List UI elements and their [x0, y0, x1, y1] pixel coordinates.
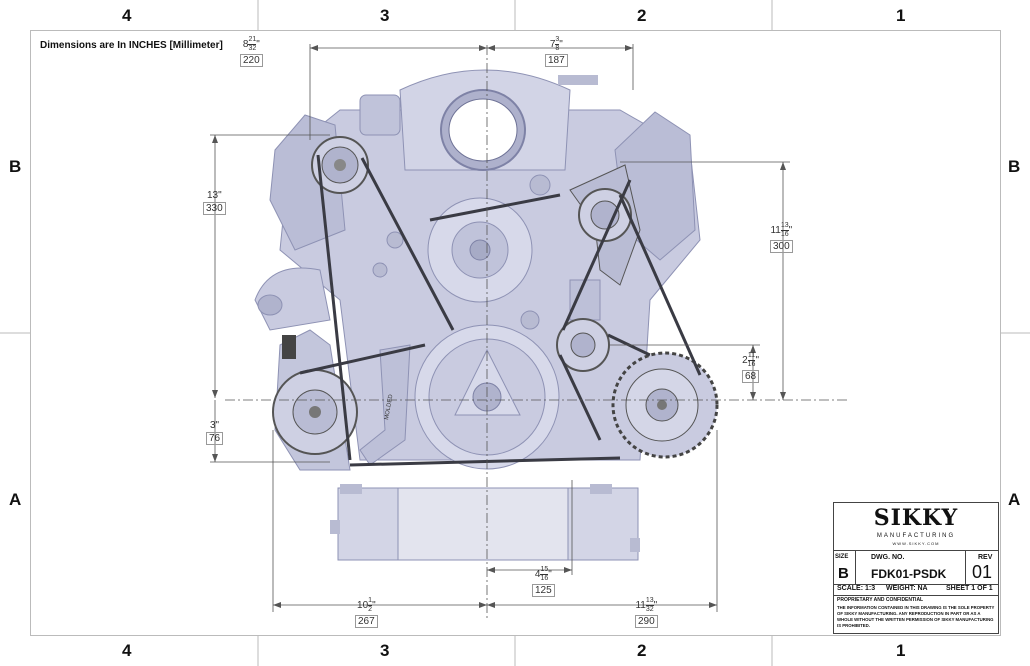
dim-left-small: 3" 76: [206, 420, 224, 445]
sheet-text: SHEET 1 OF 1: [946, 585, 993, 592]
dwg-value: FDK01-PSDK: [871, 567, 947, 581]
zone-label-bottom-1: 1: [896, 641, 906, 660]
legal-notice: THE INFORMATION CONTAINED IN THIS DRAWIN…: [837, 605, 995, 628]
idler-pulley-lower: [556, 318, 610, 372]
rev-cell: REV 01: [966, 551, 999, 584]
drawing-frame: [30, 30, 1001, 636]
weight-text: WEIGHT: NA: [886, 585, 928, 592]
dimension-arrows: [212, 45, 786, 608]
zone-label-right-a: A: [1008, 490, 1021, 509]
zone-label-top-1: 1: [896, 6, 906, 25]
rev-value: 01: [972, 562, 993, 582]
oil-pan: [330, 484, 640, 561]
alternator: [611, 351, 719, 459]
dimension-lines: [210, 44, 850, 620]
dwg-label: DWG. NO.: [871, 554, 905, 561]
idler-pulley-left: [311, 136, 369, 194]
zone-label-top-3: 3: [380, 6, 390, 25]
size-label: SIZE: [835, 554, 849, 560]
title-block: SIKKY MANUFACTURING WWW.SIKKY.COM SIZE B…: [833, 502, 999, 634]
proprietary-label: PROPRIETARY AND CONFIDENTIAL: [837, 597, 924, 603]
company-logo-subtitle: MANUFACTURING: [876, 533, 956, 539]
zone-label-right-b: B: [1008, 157, 1021, 176]
units-note: Dimensions are In INCHES [Millimeter]: [40, 40, 223, 51]
zone-label-left-a: A: [9, 490, 22, 509]
serpentine-belt: [299, 154, 702, 467]
rev-label: REV: [978, 554, 993, 561]
title-block-info-row: SCALE: 1:3 WEIGHT: NA SHEET 1 OF 1: [834, 583, 998, 596]
zone-label-bottom-3: 3: [380, 641, 390, 660]
scale-text: SCALE: 1:3: [837, 585, 876, 592]
zone-label-bottom-2: 2: [637, 641, 647, 660]
dwg-cell: DWG. NO. FDK01-PSDK: [856, 551, 966, 584]
dim-left-height: 13" 330: [203, 190, 226, 215]
zone-label-left-b: B: [9, 157, 22, 176]
title-block-main-row: SIZE B DWG. NO. FDK01-PSDK REV 01: [834, 550, 998, 585]
zone-label-top-2: 2: [637, 6, 647, 25]
company-url: WWW.SIKKY.COM: [892, 541, 940, 546]
bracket-text: MOLDED: [384, 393, 394, 420]
company-logo: SIKKY: [873, 505, 959, 531]
size-cell: SIZE B: [834, 551, 856, 584]
size-value: B: [838, 565, 849, 582]
zone-label-top-4: 4: [122, 6, 132, 25]
zone-label-bottom-4: 4: [122, 641, 132, 660]
